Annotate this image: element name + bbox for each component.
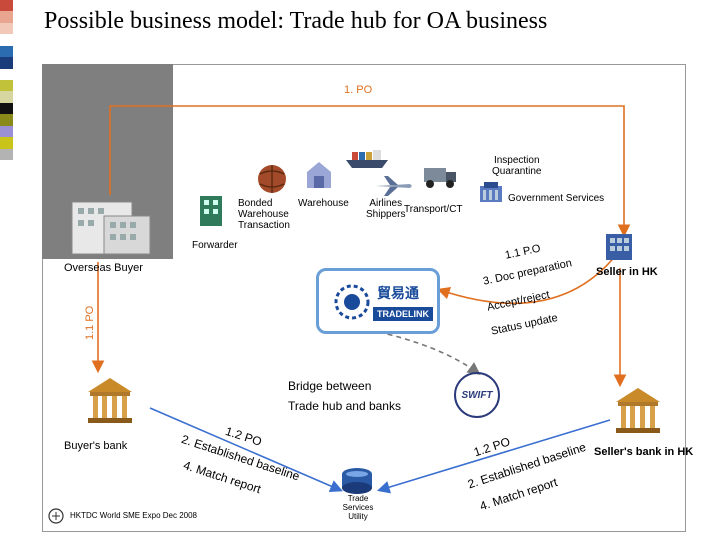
tsu-label: Trade Services Utility <box>342 494 374 521</box>
warehouse-label: Warehouse <box>298 198 349 209</box>
overseas-buyer-label: Overseas Buyer <box>64 262 143 274</box>
color-strip <box>0 0 13 160</box>
seller-building-icon <box>604 232 634 267</box>
government-icon <box>478 178 506 211</box>
overseas-buyer-building-icon <box>64 196 164 265</box>
bridge-label: Bridge between Trade hub and banks <box>288 379 401 413</box>
tradelink-box: 貿易通 TRADELINK <box>316 268 440 334</box>
transport-label: Transport/CT <box>404 204 463 215</box>
buyer-bank-tsu-arrow <box>149 407 343 493</box>
airplane-icon <box>374 174 414 203</box>
sellers-bank-icon <box>612 386 664 441</box>
color-strip-segment <box>0 80 13 92</box>
warehouse-icon <box>305 160 333 195</box>
swift-dashed-arrow <box>369 329 481 375</box>
left-po-label: 1.1 PO <box>84 305 96 340</box>
inspection-label: Inspection Quarantine <box>492 155 542 177</box>
color-strip-segment <box>0 45 13 58</box>
color-strip-segment <box>0 11 13 23</box>
color-strip-segment <box>0 91 13 103</box>
buyers-bank-icon <box>84 376 136 431</box>
truck-icon <box>422 162 458 195</box>
color-strip-segment <box>0 125 13 138</box>
bonded-globe-icon <box>254 162 290 201</box>
color-strip-segment <box>0 34 13 46</box>
seller-bank-tsu-arrow <box>376 419 611 494</box>
color-strip-segment <box>0 0 13 12</box>
seller-label: Seller in HK <box>596 266 658 278</box>
bonded-label: Bonded Warehouse Transaction <box>238 198 290 231</box>
tradelink-logo-icon <box>334 284 370 320</box>
ship-icon <box>344 146 390 175</box>
tsu-icon <box>340 466 374 501</box>
footer-text: HKTDC World SME Expo Dec 2008 <box>70 511 198 520</box>
color-strip-segment <box>0 68 13 80</box>
color-strip-segment <box>0 22 13 35</box>
airlines-label: Airlines Shippers <box>366 198 406 220</box>
buyers-bank-label: Buyer's bank <box>64 440 128 452</box>
swift-logo-icon: SWIFT <box>454 372 500 418</box>
sellers-bank-label: Seller's bank in HK <box>594 446 694 458</box>
po-arrow-top <box>109 105 631 238</box>
gov-services-label: Government Services <box>508 193 605 204</box>
po-label-top: 1. PO <box>344 84 373 96</box>
color-strip-segment <box>0 102 13 115</box>
color-strip-segment <box>0 114 13 126</box>
seller-arc <box>436 249 621 305</box>
color-strip-segment <box>0 57 13 69</box>
hktdc-logo-icon <box>48 508 64 529</box>
forwarder-label: Forwarder <box>192 240 238 251</box>
slide-title: Possible business model: Trade hub for O… <box>44 8 548 34</box>
tradelink-text: TRADELINK <box>373 307 433 321</box>
color-strip-segment <box>0 137 13 149</box>
color-strip-segment <box>0 148 13 160</box>
forwarder-icon <box>196 194 226 235</box>
